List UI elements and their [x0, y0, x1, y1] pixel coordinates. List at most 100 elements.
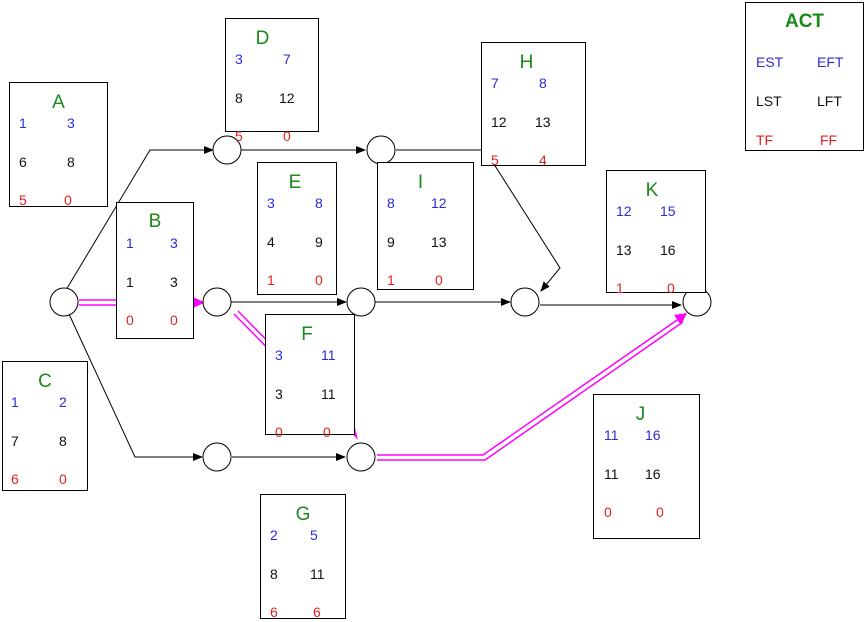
- legend-est: EST: [756, 54, 784, 70]
- activity-est: 12: [616, 203, 632, 219]
- activity-box-h: H 7 8 12 13 5 4: [481, 42, 586, 168]
- activity-est: 7: [491, 75, 499, 91]
- activity-ff: 0: [323, 424, 331, 440]
- activity-ff: 0: [64, 192, 72, 208]
- activity-ff: 0: [667, 280, 675, 296]
- activity-tf: 1: [267, 272, 275, 288]
- node-8: [346, 442, 376, 472]
- activity-tf: 5: [235, 128, 243, 144]
- activity-est: 8: [387, 195, 395, 211]
- activity-name: B: [148, 211, 162, 232]
- activity-lst: 6: [19, 154, 27, 170]
- activity-tf: 6: [270, 604, 278, 620]
- activity-box-g: G 2 5 8 11 6 6: [260, 494, 346, 620]
- activity-lft: 13: [431, 234, 447, 250]
- activity-name: D: [255, 28, 270, 49]
- activity-est: 3: [267, 195, 275, 211]
- node-5: [346, 287, 376, 317]
- activity-box-d: D 3 7 8 12 5 0: [225, 18, 319, 144]
- activity-lst: 12: [491, 114, 507, 130]
- legend-lst: LST: [756, 93, 782, 109]
- legend-lft: LFT: [817, 93, 842, 109]
- activity-tf: 0: [275, 424, 283, 440]
- activity-lft: 11: [321, 386, 336, 402]
- node-2: [212, 135, 242, 165]
- activity-name: H: [519, 52, 534, 73]
- activity-box-a: A 1 3 6 8 5 0: [9, 82, 108, 208]
- activity-box-e: E 3 8 4 9 1 0: [257, 162, 337, 295]
- activity-name: C: [38, 371, 52, 392]
- node-6: [202, 442, 232, 472]
- activity-est: 1: [19, 115, 27, 131]
- activity-est: 2: [270, 527, 278, 543]
- activity-est: 1: [11, 394, 19, 410]
- activity-eft: 3: [67, 115, 75, 131]
- activity-ff: 4: [539, 152, 547, 168]
- activity-lft: 13: [535, 114, 551, 130]
- activity-lft: 16: [660, 242, 676, 258]
- activity-lst: 9: [387, 234, 395, 250]
- activity-lst: 1: [126, 274, 134, 290]
- activity-ff: 6: [313, 604, 321, 620]
- node-1: [49, 287, 79, 317]
- activity-lst: 4: [267, 234, 275, 250]
- activity-eft: 16: [645, 427, 661, 443]
- activity-box-k: K 12 15 13 16 1 0: [606, 170, 706, 296]
- activity-lft: 11: [310, 566, 325, 582]
- activity-name: E: [288, 172, 302, 193]
- activity-lst: 8: [270, 566, 278, 582]
- activity-box-b: B 1 3 1 3 0 0: [116, 202, 194, 339]
- activity-name: K: [645, 180, 659, 201]
- activity-lst: 7: [11, 433, 19, 449]
- activity-lst: 13: [616, 242, 632, 258]
- activity-eft: 2: [59, 394, 67, 410]
- activity-ff: 0: [656, 504, 664, 520]
- activity-lft: 9: [315, 234, 323, 250]
- activity-tf: 0: [126, 312, 134, 328]
- activity-ff: 0: [283, 128, 291, 144]
- activity-box-c: C 1 2 7 8 6 0: [2, 361, 88, 491]
- activity-name: I: [417, 172, 424, 193]
- activity-ff: 0: [170, 312, 178, 328]
- activity-lft: 8: [67, 154, 75, 170]
- activity-box-f: F 3 11 3 11 0 0: [265, 314, 355, 440]
- node-4: [202, 287, 232, 317]
- arrow-activity-c: [68, 313, 203, 461]
- activity-tf: 6: [11, 471, 19, 487]
- activity-lft: 8: [59, 433, 67, 449]
- activity-name: A: [52, 92, 65, 113]
- activity-box-j: J 11 16 11 16 0 0: [593, 394, 700, 539]
- activity-eft: 11: [321, 347, 336, 363]
- legend-eft: EFT: [817, 54, 844, 70]
- activity-name: F: [301, 324, 313, 345]
- activity-lft: 3: [170, 274, 178, 290]
- arrow-activity-a: [65, 146, 214, 291]
- legend-ff: FF: [820, 132, 838, 148]
- activity-est: 3: [275, 347, 283, 363]
- activity-lst: 11: [604, 466, 619, 482]
- activity-tf: 1: [616, 280, 624, 296]
- activity-eft: 8: [539, 75, 547, 91]
- legend-tf: TF: [756, 132, 774, 148]
- activity-lft: 16: [645, 466, 661, 482]
- activity-lft: 12: [279, 90, 295, 106]
- activity-tf: 0: [604, 504, 612, 520]
- activity-est: 3: [235, 51, 243, 67]
- node-3: [366, 135, 396, 165]
- activity-name: J: [635, 404, 646, 425]
- activity-ff: 0: [315, 272, 323, 288]
- legend-title: ACT: [784, 11, 825, 32]
- node-7: [510, 287, 540, 317]
- activity-tf: 5: [19, 192, 27, 208]
- activity-eft: 15: [660, 203, 676, 219]
- activity-box-i: I 8 12 9 13 1 0: [377, 162, 474, 290]
- arrow-activity-h: [396, 149, 561, 292]
- activity-lst: 3: [275, 386, 283, 402]
- activity-est: 1: [126, 235, 134, 251]
- activity-eft: 7: [283, 51, 291, 67]
- activity-ff: 0: [435, 272, 443, 288]
- activity-eft: 12: [431, 195, 447, 211]
- activity-eft: 3: [170, 235, 178, 251]
- activity-lst: 8: [235, 90, 243, 106]
- legend-box: ACT EST EFT LST LFT TF FF: [745, 2, 864, 151]
